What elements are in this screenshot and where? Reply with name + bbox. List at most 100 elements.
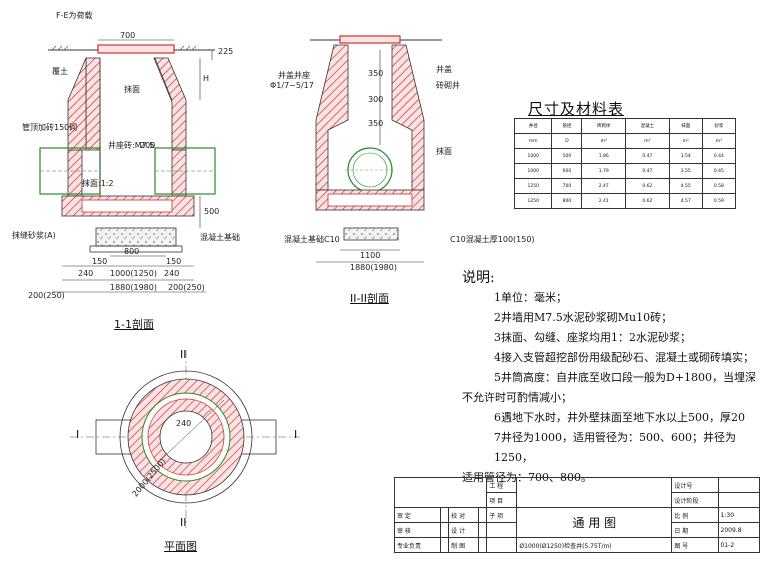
tb-blank: [440, 507, 450, 523]
cell: 0.44: [701, 148, 737, 164]
tb-blank: [440, 537, 450, 553]
material-table-units: mm D m³ m³ m² m³: [513, 133, 737, 149]
s2-label-right-b: 砖砌井: [436, 81, 460, 90]
tb-mid3: 子 项: [486, 507, 518, 523]
label-road: 覆土: [52, 67, 68, 76]
tb-c2: 校 对: [448, 507, 480, 523]
tb-v1: [717, 477, 760, 493]
note-line: 1单位：毫米；: [494, 291, 567, 304]
note-line: 4接入支管超挖部份用级配砂石、混凝土或砌砖填实；: [494, 351, 754, 364]
notes: 说明: 1单位：毫米； 2井墙用M7.5水泥砂浆砌Mu10砖； 3抹面、勾缝、座…: [462, 268, 757, 488]
cell: 1.86: [581, 148, 627, 164]
th: 井径: [513, 118, 553, 134]
material-table-header: 井径 管径 砖砌体 混凝土 抹面 砂浆: [513, 118, 737, 134]
th: m²: [668, 133, 703, 149]
tb-mid1: 工 程: [486, 477, 518, 493]
note-line: 6遇地下水时，井外壁抹面至地下水以上500，厚20: [494, 411, 745, 424]
cell: 1250: [513, 193, 553, 209]
note-line: 7井径为1000，适用管径为：500、600；井径为1250，: [494, 431, 736, 464]
notes-heading: 说明:: [462, 270, 495, 286]
tb-k2: 设计阶段: [671, 492, 719, 508]
s2-dim-350b: 350: [368, 119, 384, 128]
plan-mark-i-right: I: [294, 428, 298, 441]
cell: 1000: [513, 148, 553, 164]
table-row: 1000 600 1.79 0.47 3.55 0.45: [513, 163, 737, 179]
s2-label-right-a: 井盖: [436, 65, 452, 74]
material-table-title: 尺寸及材料表: [528, 100, 625, 118]
cell: 0.47: [625, 148, 670, 164]
note-line: 2井墙用M7.5水泥砂浆砌Mu10砖；: [494, 311, 673, 324]
plan-drawing: [70, 350, 300, 528]
s2-dim-350: 350: [368, 69, 384, 78]
tb-v2: [717, 492, 760, 508]
tb-k3: 比 例: [671, 507, 719, 523]
th: 砂浆: [701, 118, 737, 134]
label-left-c: 抹缝砂浆(A): [12, 231, 56, 240]
tb-c4: 设 计: [448, 522, 480, 538]
cell: 1250: [513, 178, 553, 194]
s2-label-right-c: 抹面: [436, 147, 452, 156]
th: m³: [701, 133, 737, 149]
tb-blank: [486, 522, 518, 538]
th: mm: [513, 133, 553, 149]
plan-mark-i-left: I: [76, 428, 80, 441]
th: D: [551, 133, 583, 149]
tb-c1: 审 定: [393, 507, 442, 523]
tb-v3: 1:30: [717, 507, 760, 523]
dim-h: H: [203, 74, 210, 83]
caption-section-1-1: 1-1剖面: [114, 318, 154, 331]
title-block-blank: [393, 477, 488, 508]
tb-mid2: 项 目: [486, 492, 518, 508]
cell: 1000: [513, 163, 553, 179]
s2-dim-1100: 1100: [360, 251, 381, 260]
drawing-subtitle: Ø1000(Ø1250)检查井(5.75T/m): [516, 537, 673, 553]
th: 抹面: [668, 118, 703, 134]
caption-section-2-2: II-II剖面: [350, 292, 389, 305]
th: m³: [581, 133, 627, 149]
s2-dim-300: 300: [368, 95, 384, 104]
dim-total: 1880(1980): [110, 283, 157, 292]
material-table: 井径 管径 砖砌体 混凝土 抹面 砂浆 mm D m³ m³ m² m³ 100…: [513, 118, 737, 209]
tb-blank: [478, 522, 488, 538]
note-line: 5井筒高度：自井底至收口段一般为D+1800，当埋深: [494, 371, 757, 384]
s2-dim-1880: 1880(1980): [350, 263, 397, 272]
plan-mark-ii-top: II: [180, 348, 187, 361]
table-row: 1250 700 2.47 0.62 4.55 0.58: [513, 178, 737, 194]
cell: 800: [551, 193, 583, 209]
dim-500: 500: [204, 207, 220, 216]
th: m³: [625, 133, 670, 149]
s2-label-right-base: C10混凝土厚100(150): [450, 235, 535, 244]
tb-k5: 图 号: [671, 537, 719, 553]
cell: 0.47: [625, 163, 670, 179]
dim-240a: 240: [78, 269, 94, 278]
label-mid-a: 抹面:1:2: [82, 179, 114, 188]
dim-200: 200: [140, 141, 156, 150]
cell: 3.54: [668, 148, 703, 164]
plan-mark-ii-bottom: II: [180, 516, 187, 529]
label-left-b: 井座砖:M7.5: [108, 141, 155, 150]
cell: 600: [551, 163, 583, 179]
label-inner: 抹面: [124, 85, 140, 94]
dim-left: 200(250): [28, 291, 65, 300]
dim-800: 800: [124, 247, 140, 256]
cell: 0.62: [625, 178, 670, 194]
tb-blank: [440, 522, 450, 538]
table-row: 1000 500 1.86 0.47 3.54 0.44: [513, 148, 737, 164]
dim-225: 225: [218, 47, 234, 56]
label-right-a: 混凝土基础: [200, 233, 240, 242]
note-line: 3抹面、勾缝、座浆均用1：2水泥砂浆；: [494, 331, 691, 344]
note-line: 不允许时可酌情减小；: [462, 391, 572, 404]
s2-label-left-base: 混凝土基础C10: [284, 235, 340, 244]
tb-c6: 制 图: [448, 537, 480, 553]
tb-k1: 设计号: [671, 477, 719, 493]
s2-label-left-b: Φ1/7~5/17: [270, 81, 314, 90]
section-1-1-drawing: [39, 39, 216, 293]
cell: 4.55: [668, 178, 703, 194]
cell: 0.58: [701, 178, 737, 194]
plan-dim-b: 240: [176, 419, 192, 428]
tb-k4: 日 期: [671, 522, 719, 538]
table-row: 1250 800 2.41 0.62 4.57 0.59: [513, 193, 737, 209]
cell: 0.45: [701, 163, 737, 179]
cell: 500: [551, 148, 583, 164]
